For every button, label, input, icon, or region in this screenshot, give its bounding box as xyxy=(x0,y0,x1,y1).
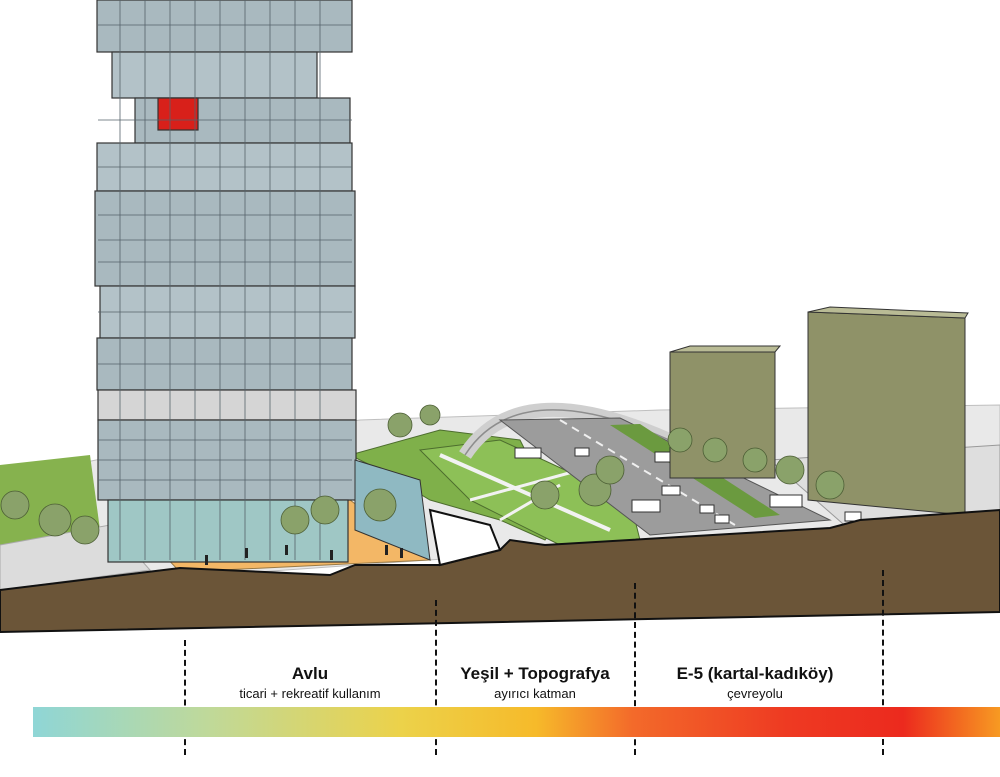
people xyxy=(205,545,403,565)
path-2 xyxy=(469,468,581,502)
divider-3 xyxy=(634,583,636,755)
path-1 xyxy=(439,453,611,532)
gradient-bar xyxy=(33,707,1000,737)
zone-avlu: Avlu ticari + rekreatif kullanım xyxy=(180,664,440,702)
tower-mullions xyxy=(98,0,352,560)
trees xyxy=(0,404,845,545)
courtyard-cut xyxy=(428,508,502,567)
zone-e5-subtitle: çevreyolu xyxy=(727,686,783,701)
divider-2 xyxy=(435,600,437,755)
divider-1 xyxy=(184,640,186,755)
zone-avlu-subtitle: ticari + rekreatif kullanım xyxy=(239,686,381,701)
zone-e5-title: E-5 (kartal-kadıköy) xyxy=(676,664,834,683)
zone-avlu-title: Avlu xyxy=(291,664,329,683)
zone-green-title: Yeşil + Topografya xyxy=(460,664,610,683)
zone-green-subtitle: ayırıcı katman xyxy=(494,686,576,701)
side-building-2 xyxy=(807,306,969,516)
zone-green: Yeşil + Topografya ayırıcı katman xyxy=(430,664,640,702)
divider-4 xyxy=(882,570,884,755)
zone-e5: E-5 (kartal-kadıköy) çevreyolu xyxy=(630,664,880,702)
glass-tower xyxy=(94,0,357,563)
ground-section xyxy=(0,508,1000,634)
